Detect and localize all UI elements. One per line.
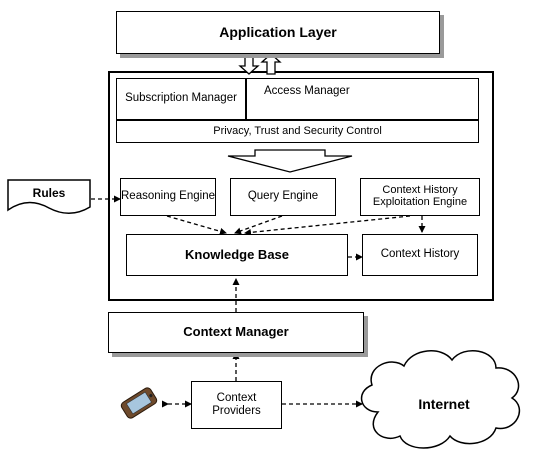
query-engine-box: Query Engine	[230, 178, 336, 216]
reasoning-to-kb-arrow	[166, 215, 227, 235]
context-providers-label: Context Providers	[212, 391, 261, 417]
subscription-manager-box: Subscription Manager	[116, 78, 246, 120]
access-manager-label: Access Manager	[264, 85, 350, 97]
context-manager-label: Context Manager	[183, 324, 289, 340]
internet-cloud-shape	[360, 350, 521, 449]
query-to-kb-arrow	[234, 215, 283, 235]
application-layer-box: Application Layer	[116, 11, 440, 54]
query-engine-label: Query Engine	[247, 190, 319, 203]
privacy-trust-security-bar: Privacy, Trust and Security Control	[116, 120, 479, 143]
context-history-box: Context History	[362, 234, 478, 276]
context-history-label: Context History	[380, 248, 460, 261]
reasoning-engine-box: Reasoning Engine	[120, 178, 216, 216]
access-manager-box: Access Manager	[246, 78, 479, 120]
rules-document-shape	[7, 179, 91, 214]
context-history-exploitation-engine-label: Context History Exploitation Engine	[372, 184, 468, 208]
knowledge-base-label: Knowledge Base	[184, 246, 290, 262]
rules-label: Rules	[32, 186, 66, 200]
subscription-manager-label: Subscription Manager	[125, 92, 237, 105]
application-layer-label: Application Layer	[219, 24, 337, 41]
reasoning-engine-label: Reasoning Engine	[121, 190, 215, 203]
internet-label: Internet	[418, 396, 470, 412]
privacy-trust-security-label: Privacy, Trust and Security Control	[213, 125, 382, 138]
down-hollow-arrow	[238, 53, 260, 75]
big-down-hollow-arrow	[227, 149, 353, 173]
context-manager-box: Context Manager	[108, 312, 364, 353]
context-providers-box: Context Providers	[191, 381, 282, 429]
knowledge-base-box: Knowledge Base	[126, 234, 348, 276]
smartphone-icon	[120, 387, 158, 419]
context-history-exploitation-engine-box: Context History Exploitation Engine	[360, 178, 480, 216]
up-hollow-arrow	[260, 53, 282, 75]
